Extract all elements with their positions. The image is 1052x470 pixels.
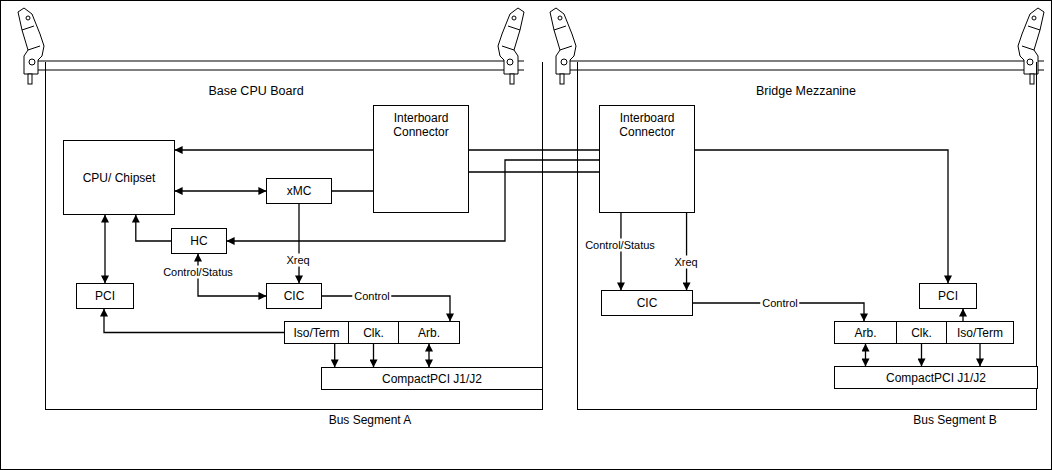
box-label: xMC [287,184,312,198]
signal-label: Xreq [672,256,699,269]
box-label: Interboard Connector [381,111,461,139]
signal-connector [104,309,284,333]
box-label: CompactPCI J1/J2 [886,371,986,385]
box-label: Arb. [854,326,876,340]
cpu-board: Base CPU BoardInterboard ConnectorCPU/ C… [45,62,543,410]
signal-connector [921,344,922,366]
hc-box: HC [171,228,227,254]
ejector-handle [498,8,524,84]
bus-segment-label: Bus Segment B [913,413,996,427]
box-label: PCI [938,289,958,303]
signal-connector [979,344,980,366]
cic-box: CIC [266,283,322,309]
box-label: Interboard Connector [607,111,687,139]
box-label: Iso/Term [957,326,1003,340]
cic-box: CIC [601,290,693,316]
mezzanine-board: Bridge MezzanineInterboard ConnectorCIC P… [577,62,1037,410]
arbiter-box: Arb. [398,321,460,344]
box-label: Clk. [363,326,384,340]
ejector-handle [18,8,44,84]
signal-connector [175,190,266,191]
signal-label: Control/Status [161,266,235,279]
board-title: Bridge Mezzanine [756,84,856,98]
clock-box: Clk. [348,321,399,344]
signal-label: Control [352,290,391,303]
signal-connector [962,309,963,321]
box-label: Arb. [418,326,440,340]
pci-box: PCI [919,283,977,309]
clock-box: Clk. [896,321,947,344]
box-label: CIC [284,289,305,303]
arbiter-box: Arb. [834,321,897,344]
signal-connector [428,344,429,367]
box-label: CIC [637,296,658,310]
pci-box: PCI [76,283,134,309]
box-label: Iso/Term [293,326,339,340]
signal-connector [373,344,374,367]
signal-label: Xreq [284,254,311,267]
box-label: PCI [95,289,115,303]
compactpci-connector: CompactPCI J1/J2 [834,366,1038,389]
iso-term-box: Iso/Term [946,321,1014,344]
front-rails [38,61,1044,70]
box-label: CPU/ Chipset [83,171,156,185]
ejector-handles [18,8,1044,84]
interboard-connector: Interboard Connector [373,105,469,213]
iso-term-box: Iso/Term [284,321,349,344]
bus-segment-label: Bus Segment A [329,413,412,427]
box-label: HC [190,234,207,248]
compactpci-connector: CompactPCI J1/J2 [321,367,543,390]
signal-label: Control [760,297,799,310]
box-label: CompactPCI J1/J2 [382,372,482,386]
cpu-chipset-box: CPU/ Chipset [63,140,175,215]
signal-label: Control/Status [583,239,657,252]
ejector-handle [550,8,576,84]
ejector-handle [1018,8,1044,84]
signal-connector [865,344,866,366]
interboard-connector: Interboard Connector [599,105,695,213]
xmc-box: xMC [266,178,332,204]
signal-connector [175,150,948,283]
signal-connector [334,344,335,367]
signal-connector [136,215,171,241]
board-title: Base CPU Board [208,84,303,98]
signal-connector [298,204,299,283]
box-label: Clk. [911,326,932,340]
signal-connector [104,215,105,283]
